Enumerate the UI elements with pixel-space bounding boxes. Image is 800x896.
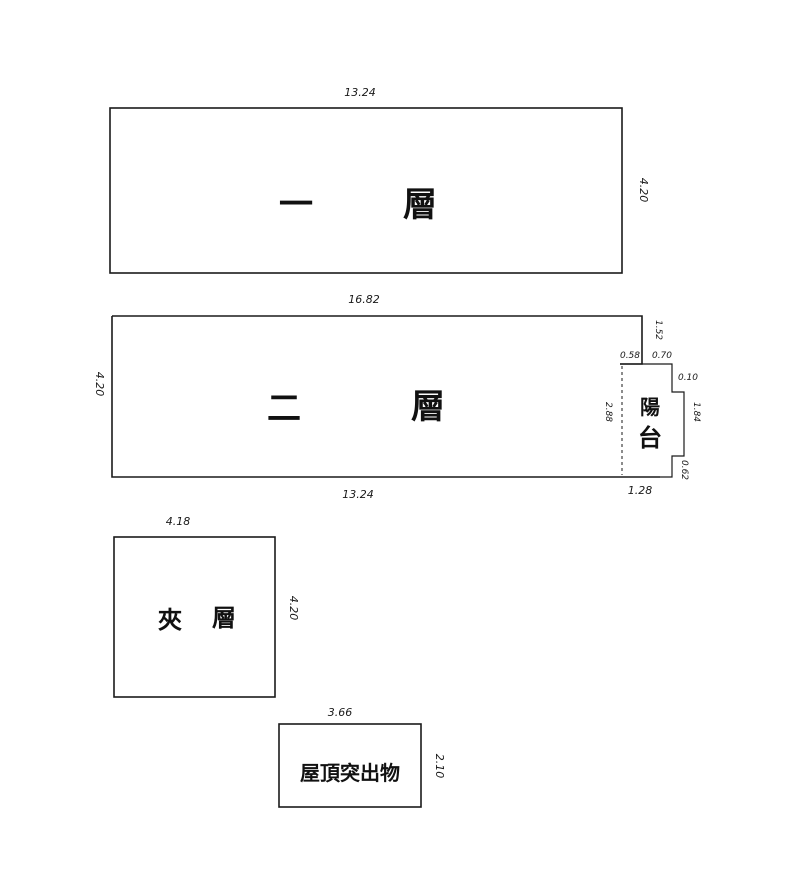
roof-structure-plan: 3.66 2.10 屋頂突出物 xyxy=(278,706,446,808)
second-floor-top-dimension: 16.82 xyxy=(348,293,380,306)
mezzanine-label-b: 層 xyxy=(212,603,236,632)
inner-dimension-a: 0.58 xyxy=(620,351,640,361)
first-floor-plan: 13.24 4.20 一 層 xyxy=(109,86,650,274)
bottom-step-dimension: 0.62 xyxy=(679,460,689,480)
second-floor-bottom-dimension: 13.24 xyxy=(342,488,374,501)
second-floor-label-floor: 層 xyxy=(411,387,445,427)
balcony-label-top: 陽 xyxy=(640,395,660,419)
first-floor-label-floor: 層 xyxy=(403,185,437,225)
roof-structure-width-dimension: 3.66 xyxy=(328,706,353,719)
balcony-outline xyxy=(620,363,685,478)
first-floor-width-dimension: 13.24 xyxy=(344,86,376,99)
step-dimension: 1.84 xyxy=(691,402,701,422)
second-floor-outline-top xyxy=(112,315,643,365)
small-offset-dimension: 0.10 xyxy=(678,373,698,383)
first-floor-outline xyxy=(109,107,623,274)
balcony-label-bottom: 台 xyxy=(638,423,662,452)
first-floor-label-number: 一 xyxy=(279,185,313,225)
mezzanine-height-dimension: 4.20 xyxy=(287,596,300,621)
mezzanine-plan: 4.18 4.20 夾 層 xyxy=(113,515,300,698)
balcony-height-dimension: 2.88 xyxy=(603,402,613,422)
mezzanine-width-dimension: 4.18 xyxy=(166,515,191,528)
roof-structure-height-dimension: 2.10 xyxy=(433,754,446,779)
mezzanine-outline xyxy=(113,536,276,698)
notch-top-dimension: 1.52 xyxy=(653,320,663,340)
roof-structure-outline xyxy=(278,723,422,808)
inner-dimension-b: 0.70 xyxy=(652,351,672,361)
roof-structure-label: 屋頂突出物 xyxy=(300,761,400,785)
balcony-width-dimension: 1.28 xyxy=(628,484,653,497)
mezzanine-label-a: 夾 xyxy=(158,605,182,634)
second-floor-plan: 16.82 4.20 13.24 1.52 0.58 0.70 0.10 2.8… xyxy=(93,293,701,501)
second-floor-label-number: 二 xyxy=(267,389,301,429)
first-floor-height-dimension: 4.20 xyxy=(637,178,650,203)
second-floor-left-dimension: 4.20 xyxy=(93,372,106,397)
second-floor-outline-main xyxy=(111,316,660,478)
